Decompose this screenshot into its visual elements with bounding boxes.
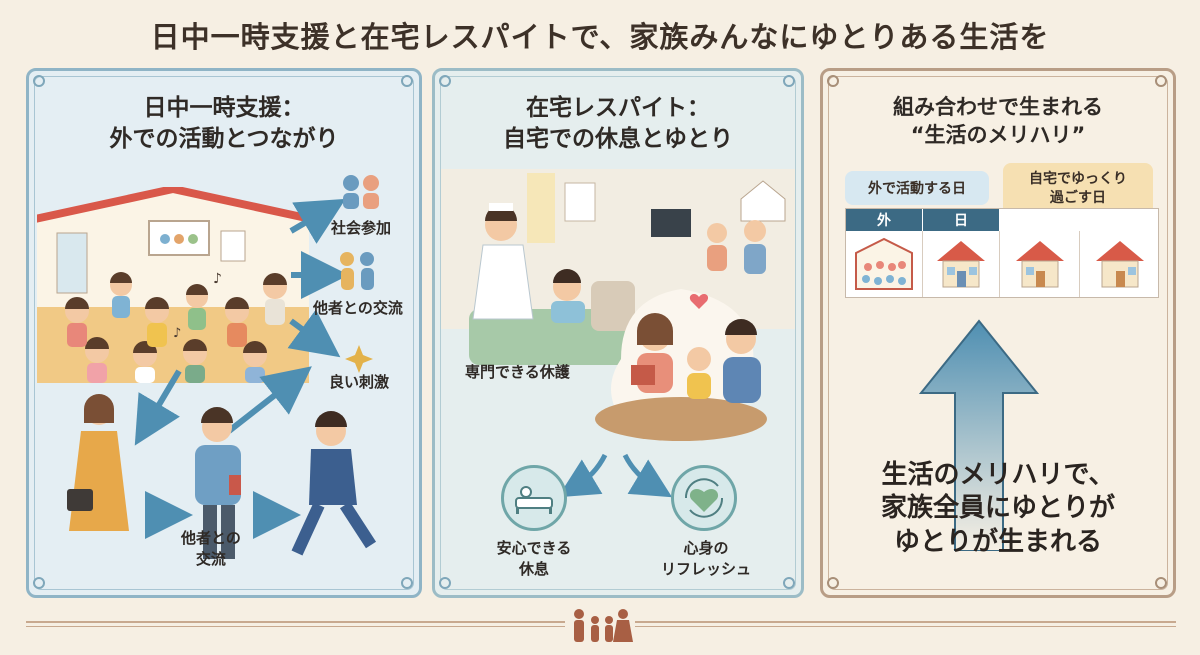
family-interaction-label: 他者との 交流 [181, 527, 241, 569]
corner-ornament-icon [827, 75, 841, 89]
stimulus-label: 良い刺激 [329, 373, 390, 391]
family-icon [565, 606, 635, 650]
home-respite-title: 在宅レスパイト： 自宅での休息とゆとり [435, 93, 801, 155]
corner-ornament-icon [33, 577, 47, 591]
table-header-cell: 外 [846, 209, 922, 231]
day-support-title: 日中一時支援： 外での活動とつながり [29, 93, 419, 155]
combination-title: 組み合わせで生まれる “生活のメリハリ” [823, 93, 1173, 150]
combo-title-line-1: 組み合わせで生まれる [893, 95, 1103, 119]
social-participation-label: 社会参加 [331, 219, 392, 237]
conclusion-line-3: ゆとりが生まれる [893, 526, 1102, 557]
svg-text:♪: ♪ [173, 326, 181, 341]
house-icon [1096, 241, 1144, 288]
corner-ornament-icon [33, 75, 47, 89]
panel-frame [828, 76, 1168, 590]
people-icon [343, 175, 379, 209]
safe-rest-line-2: 休息 [518, 560, 549, 578]
home-care-scene-illustration [441, 169, 795, 441]
heart-icon [689, 294, 709, 309]
conclusion-line-2: 家族全員にゆとりが [880, 493, 1115, 524]
schedule-cell [846, 231, 923, 297]
page-title: 日中一時支援と在宅レスパイトで、家族みんなにゆとりある生活を [150, 20, 1050, 54]
corner-ornament-icon [401, 75, 415, 89]
care-label: 専門できる休護 [465, 363, 570, 381]
home-title-line-1: 在宅レスパイト： [526, 95, 710, 121]
conclusion-text: 生活のメリハリで、 家族全員にゆとりが ゆとりが生まれる [823, 459, 1173, 559]
connection-arrows-icon [67, 175, 379, 559]
corner-ornament-icon [1155, 577, 1169, 591]
man-figure [195, 407, 241, 559]
family-interaction-line-2: 交流 [195, 550, 226, 568]
refresh-label: 心身の リフレッシュ [651, 537, 761, 579]
home-day-legend: 自宅でゆっくり 過ごす日 [1003, 163, 1153, 215]
house-icon [1016, 241, 1064, 288]
people-icon [340, 252, 374, 290]
heart-refresh-icon [671, 465, 737, 531]
schedule-cell [1080, 231, 1160, 297]
corner-ornament-icon [783, 577, 797, 591]
corner-ornament-icon [439, 75, 453, 89]
schedule-cell [923, 231, 1000, 297]
combo-title-line-2: “生活のメリハリ” [910, 123, 1086, 148]
panel-frame [34, 76, 414, 590]
day-support-panel: 日中一時支援： 外での活動とつながり [26, 68, 422, 598]
combination-panel: 組み合わせで生まれる “生活のメリハリ” 外で活動する日 自宅でゆっくり 過ごす… [820, 68, 1176, 598]
day-title-line-2: 外での活動とつながり [109, 126, 339, 153]
corner-ornament-icon [827, 577, 841, 591]
home-respite-panel: 在宅レスパイト： 自宅での休息とゆとり 専門できる休護 [432, 68, 804, 598]
corner-ornament-icon [401, 577, 415, 591]
schedule-cell [1000, 231, 1080, 297]
safe-rest-line-1: 安心できる [496, 539, 572, 557]
home-legend-line-1: 自宅でゆっくり [1029, 171, 1127, 188]
svg-text:♪: ♪ [213, 271, 222, 287]
woman-figure [67, 394, 129, 531]
house-icon [937, 241, 985, 288]
day-title-line-1: 日中一時支援： [143, 95, 305, 121]
table-header-cell: 日 [923, 209, 999, 231]
up-arrow-icon [919, 319, 1039, 551]
family-interaction-line-1: 他者との [181, 529, 241, 547]
panel-frame [440, 76, 796, 590]
branch-arrows-icon [557, 453, 673, 498]
bed-icon [501, 465, 567, 531]
safe-rest-label: 安心できる 休息 [479, 537, 589, 579]
corner-ornament-icon [783, 75, 797, 89]
refresh-line-1: 心身の [683, 539, 729, 557]
conclusion-line-1: 生活のメリハリで、 [881, 460, 1115, 490]
home-legend-line-2: 過ごす日 [1049, 190, 1107, 206]
home-title-line-2: 自宅での休息とゆとり [503, 126, 733, 153]
refresh-line-2: リフレッシュ [660, 560, 751, 578]
corner-ornament-icon [1155, 75, 1169, 89]
corner-ornament-icon [439, 577, 453, 591]
running-man-figure [291, 411, 377, 556]
weekly-schedule-table: 外 日 [845, 208, 1159, 298]
interaction-label: 他者との交流 [313, 299, 403, 317]
outside-day-legend: 外で活動する日 [845, 171, 989, 205]
daycare-icon [855, 237, 913, 290]
sparkle-icon [345, 345, 373, 373]
